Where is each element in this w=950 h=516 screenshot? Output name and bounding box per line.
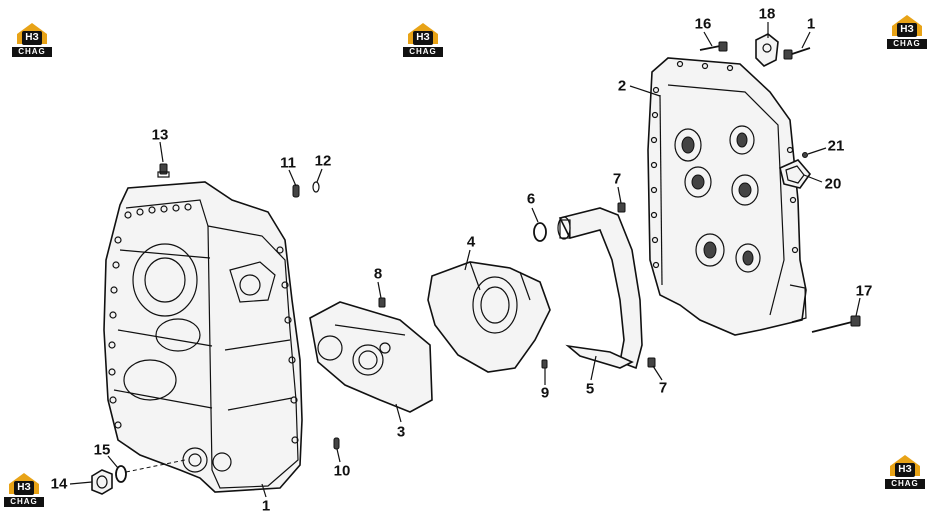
screw-21 (802, 152, 808, 158)
drain-plug (91, 469, 113, 495)
pin-10 (333, 437, 340, 450)
logo-word: CHAG (885, 479, 925, 489)
logo-mark: НЗ (413, 31, 433, 45)
logo-word: CHAG (887, 39, 927, 49)
bolt-16 (699, 41, 728, 52)
vent-plug (157, 163, 170, 178)
bracket-18 (755, 33, 779, 67)
rear-bolt-holes (650, 60, 799, 269)
callout-1-upper: 1 (806, 15, 816, 33)
rear-housing (647, 57, 807, 336)
callout-7-lower: 7 (658, 379, 668, 397)
callout-8: 8 (373, 265, 383, 283)
cover-plate (309, 301, 433, 413)
callout-5: 5 (585, 380, 595, 398)
brand-logo: НЗ CHAG (4, 472, 44, 508)
main-housing (103, 181, 303, 493)
pin-9 (541, 359, 548, 369)
bolt-1-upper (783, 47, 811, 60)
callout-21: 21 (827, 137, 845, 155)
brand-logo: НЗ CHAG (885, 454, 925, 490)
callout-20: 20 (824, 175, 842, 193)
o-ring-15 (115, 465, 127, 483)
bolt-7-lower (647, 357, 656, 368)
callout-18: 18 (758, 5, 776, 23)
callout-2: 2 (617, 77, 627, 95)
leader-lines (69, 22, 861, 498)
callout-7-upper: 7 (612, 170, 622, 188)
callout-16: 16 (694, 15, 712, 33)
suction-pipe (557, 207, 643, 370)
callout-11: 11 (280, 154, 296, 172)
brand-logo: НЗ CHAG (887, 14, 927, 50)
callout-6: 6 (526, 190, 536, 208)
callout-15: 15 (93, 441, 111, 459)
logo-word: CHAG (12, 47, 52, 57)
pin-11 (292, 184, 300, 198)
logo-word: CHAG (403, 47, 443, 57)
assembly-line (125, 459, 186, 473)
logo-word: CHAG (4, 497, 44, 507)
bolt-holes (108, 203, 299, 444)
brand-logo: НЗ CHAG (403, 22, 443, 58)
logo-mark: НЗ (14, 481, 34, 495)
callout-17: 17 (855, 282, 873, 300)
callout-3: 3 (396, 423, 406, 441)
logo-mark: НЗ (22, 31, 42, 45)
callout-13: 13 (151, 126, 169, 144)
callout-10: 10 (333, 462, 351, 480)
logo-mark: НЗ (897, 23, 917, 37)
callout-9: 9 (540, 384, 550, 402)
logo-mark: НЗ (895, 463, 915, 477)
bolt-7-upper (617, 202, 626, 213)
shroud (427, 261, 551, 373)
callout-1-lower: 1 (261, 497, 271, 515)
brand-logo: НЗ CHAG (12, 22, 52, 58)
callout-12: 12 (314, 152, 332, 170)
bolt-8 (378, 297, 386, 308)
long-bolt-17 (811, 315, 861, 333)
callout-14: 14 (50, 475, 68, 493)
washer-12 (312, 181, 320, 193)
o-ring-6 (533, 222, 547, 242)
bearing-bores (674, 125, 761, 273)
callout-4: 4 (466, 233, 476, 251)
gasket-20 (779, 159, 812, 189)
